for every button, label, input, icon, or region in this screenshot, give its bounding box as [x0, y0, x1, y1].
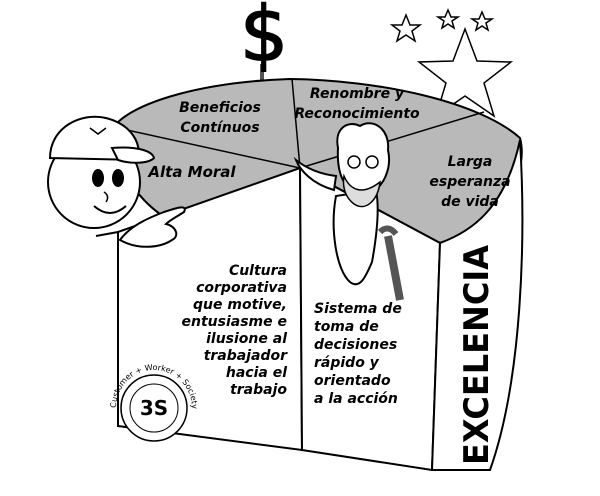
svg-text:a la acción: a la acción [314, 391, 398, 407]
svg-text:entusiasme e: entusiasme e [182, 314, 288, 330]
svg-text:toma de: toma de [314, 319, 379, 335]
svg-text:Larga: Larga [448, 154, 493, 170]
svg-text:hacia el: hacia el [226, 365, 287, 381]
left-face-text: Cultura corporativa que motive, entusias… [182, 263, 289, 398]
dollar-sign-icon: $ [240, 0, 288, 78]
right-face [430, 139, 524, 471]
svg-text:Renombre y: Renombre y [310, 86, 405, 102]
svg-text:trabajador: trabajador [204, 348, 288, 364]
svg-text:ilusione al: ilusione al [206, 331, 287, 347]
svg-text:Contínuos: Contínuos [180, 120, 259, 136]
segment-larga: Larga esperanza de vida [429, 154, 510, 210]
svg-text:Sistema de: Sistema de [314, 301, 402, 317]
old-man-character-icon [293, 122, 404, 301]
svg-text:Beneficios: Beneficios [179, 100, 261, 116]
svg-text:Reconocimiento: Reconocimiento [294, 106, 420, 122]
svg-text:decisiones: decisiones [314, 337, 397, 353]
svg-text:esperanza: esperanza [429, 174, 510, 190]
mascot-character-icon [47, 115, 186, 248]
segment-renombre: Renombre y Reconocimiento [294, 86, 420, 122]
svg-text:corporativa: corporativa [196, 280, 287, 296]
stars-icon [389, 8, 514, 118]
svg-text:orientado: orientado [314, 373, 391, 389]
segment-beneficios: Beneficios Contínuos [179, 100, 261, 136]
svg-text:rápido y: rápido y [314, 355, 380, 371]
svg-text:trabajo: trabajo [230, 382, 287, 398]
excelencia-label: EXCELENCIA [457, 244, 497, 465]
segment-alta-moral: Alta Moral [147, 163, 236, 181]
svg-text:de vida: de vida [441, 194, 499, 210]
svg-text:que motive,: que motive, [193, 297, 287, 313]
svg-text:3S: 3S [140, 396, 168, 420]
middle-face-text: Sistema de toma de decisiones rápido y o… [314, 301, 402, 407]
svg-text:Cultura: Cultura [229, 263, 287, 279]
